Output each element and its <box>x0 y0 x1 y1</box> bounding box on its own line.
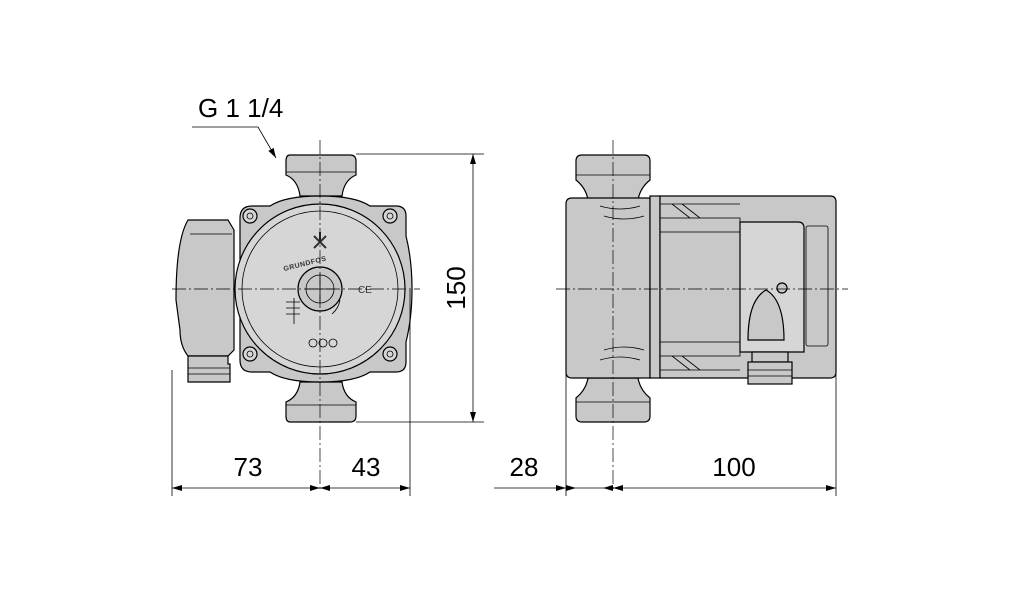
front-view: GRUNDFOS CE <box>172 140 420 492</box>
side-view <box>556 140 848 492</box>
ce-mark: CE <box>358 285 372 296</box>
front-left-dimension: 73 <box>234 452 263 482</box>
side-left-dimension: 28 <box>510 452 539 482</box>
front-right-dimension: 43 <box>352 452 381 482</box>
thread-label: G 1 1/4 <box>198 93 283 123</box>
height-dimension: 150 <box>441 266 471 309</box>
side-right-dimension: 100 <box>712 452 755 482</box>
